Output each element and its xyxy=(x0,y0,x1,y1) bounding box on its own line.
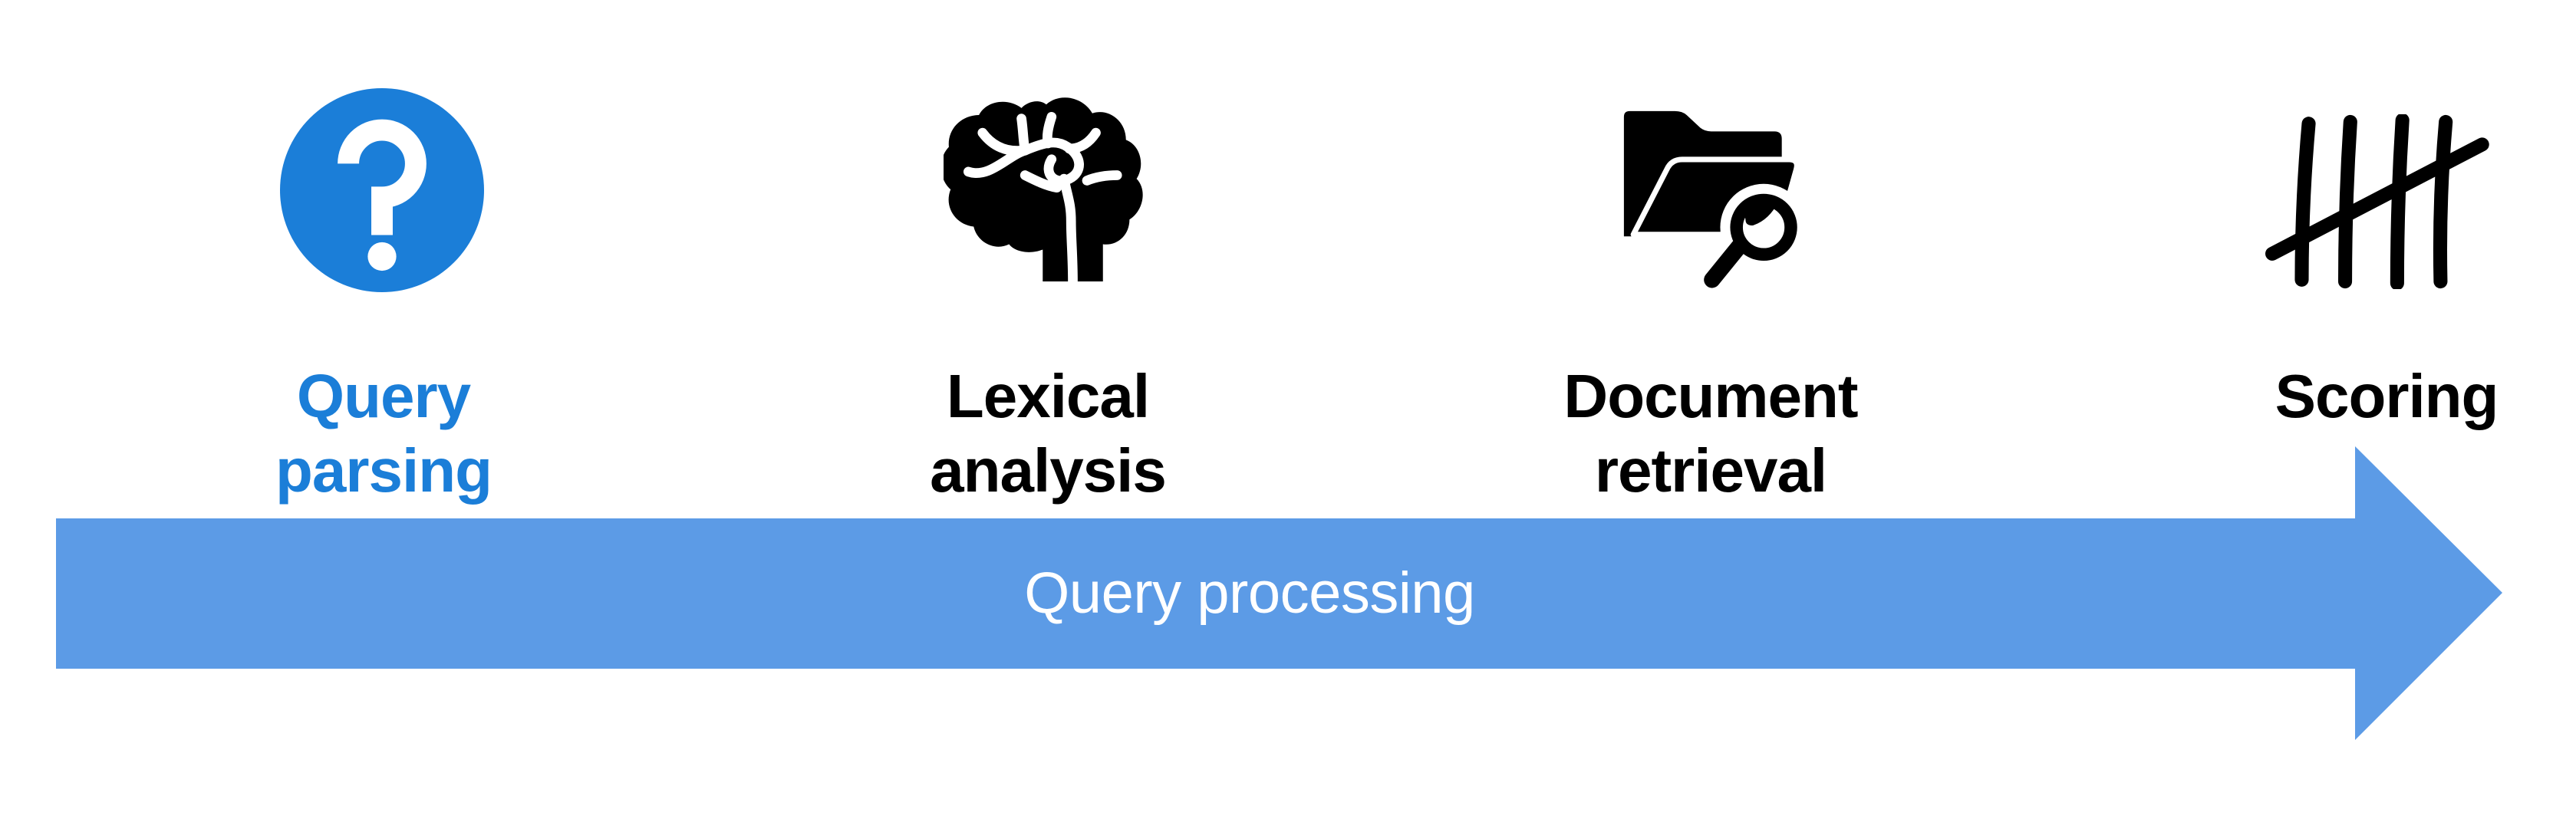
folder-search-icon xyxy=(1623,110,1804,291)
process-arrow-label: Query processing xyxy=(1024,561,1475,626)
process-arrow-body xyxy=(56,518,2355,669)
question-mark-circle-icon xyxy=(280,88,484,292)
tally-marks-icon xyxy=(2265,114,2489,289)
step-label-document-retrieval: Document retrieval xyxy=(1563,362,1858,505)
brain-icon xyxy=(944,97,1143,282)
process-arrow-head xyxy=(2355,446,2502,740)
step-label-query-parsing: Query parsing xyxy=(275,362,492,505)
step-label-lexical-analysis: Lexical analysis xyxy=(930,362,1167,505)
step-label-scoring: Scoring xyxy=(2275,362,2499,430)
